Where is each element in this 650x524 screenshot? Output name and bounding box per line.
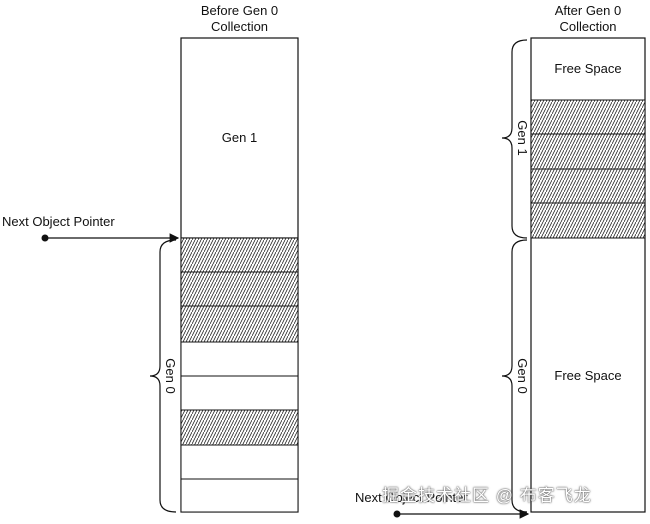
- after-gen0-label: Gen 0: [515, 358, 530, 393]
- before-title-line2: Collection: [210, 19, 269, 34]
- after-title-line1: After Gen 0: [554, 3, 622, 18]
- before-object-2: [180, 271, 299, 307]
- after-title-line2: Collection: [559, 19, 617, 34]
- after-free-space-top: Free Space: [554, 61, 622, 76]
- before-object-6: [180, 409, 299, 446]
- before-title: Before Gen 0 Collection: [181, 3, 298, 35]
- after-object-4: [530, 202, 646, 239]
- before-title-line1: Before Gen 0: [200, 3, 279, 18]
- watermark-text: 掘金技术社区 @ 布客飞龙: [382, 486, 592, 505]
- before-gen0-label: Gen 0: [163, 358, 178, 393]
- before-object-8: [180, 478, 299, 513]
- before-object-5: [180, 375, 299, 411]
- next-object-pointer-label: Next Object Pointer: [2, 214, 115, 229]
- before-gen1-label: Gen 1: [221, 130, 258, 145]
- before-object-3: [180, 305, 299, 343]
- after-object-1: [530, 99, 646, 135]
- before-object-7: [180, 444, 299, 480]
- after-column: Gen 1 Gen 0: [393, 37, 646, 519]
- after-gen1-brace: [501, 39, 528, 239]
- after-object-2: [530, 133, 646, 170]
- after-object-3: [530, 168, 646, 204]
- before-object-1: [180, 237, 299, 273]
- after-gen0-brace: [501, 239, 528, 513]
- after-title: After Gen 0 Collection: [531, 3, 645, 35]
- next-object-pointer-label-after: Next Object Pointer: [355, 490, 468, 505]
- before-column: Gen 0: [41, 37, 299, 513]
- after-gen1-label: Gen 1: [515, 120, 530, 155]
- before-gen0-brace: [149, 239, 177, 513]
- after-free-space-bottom: Free Space: [554, 368, 622, 383]
- before-object-4: [180, 341, 299, 377]
